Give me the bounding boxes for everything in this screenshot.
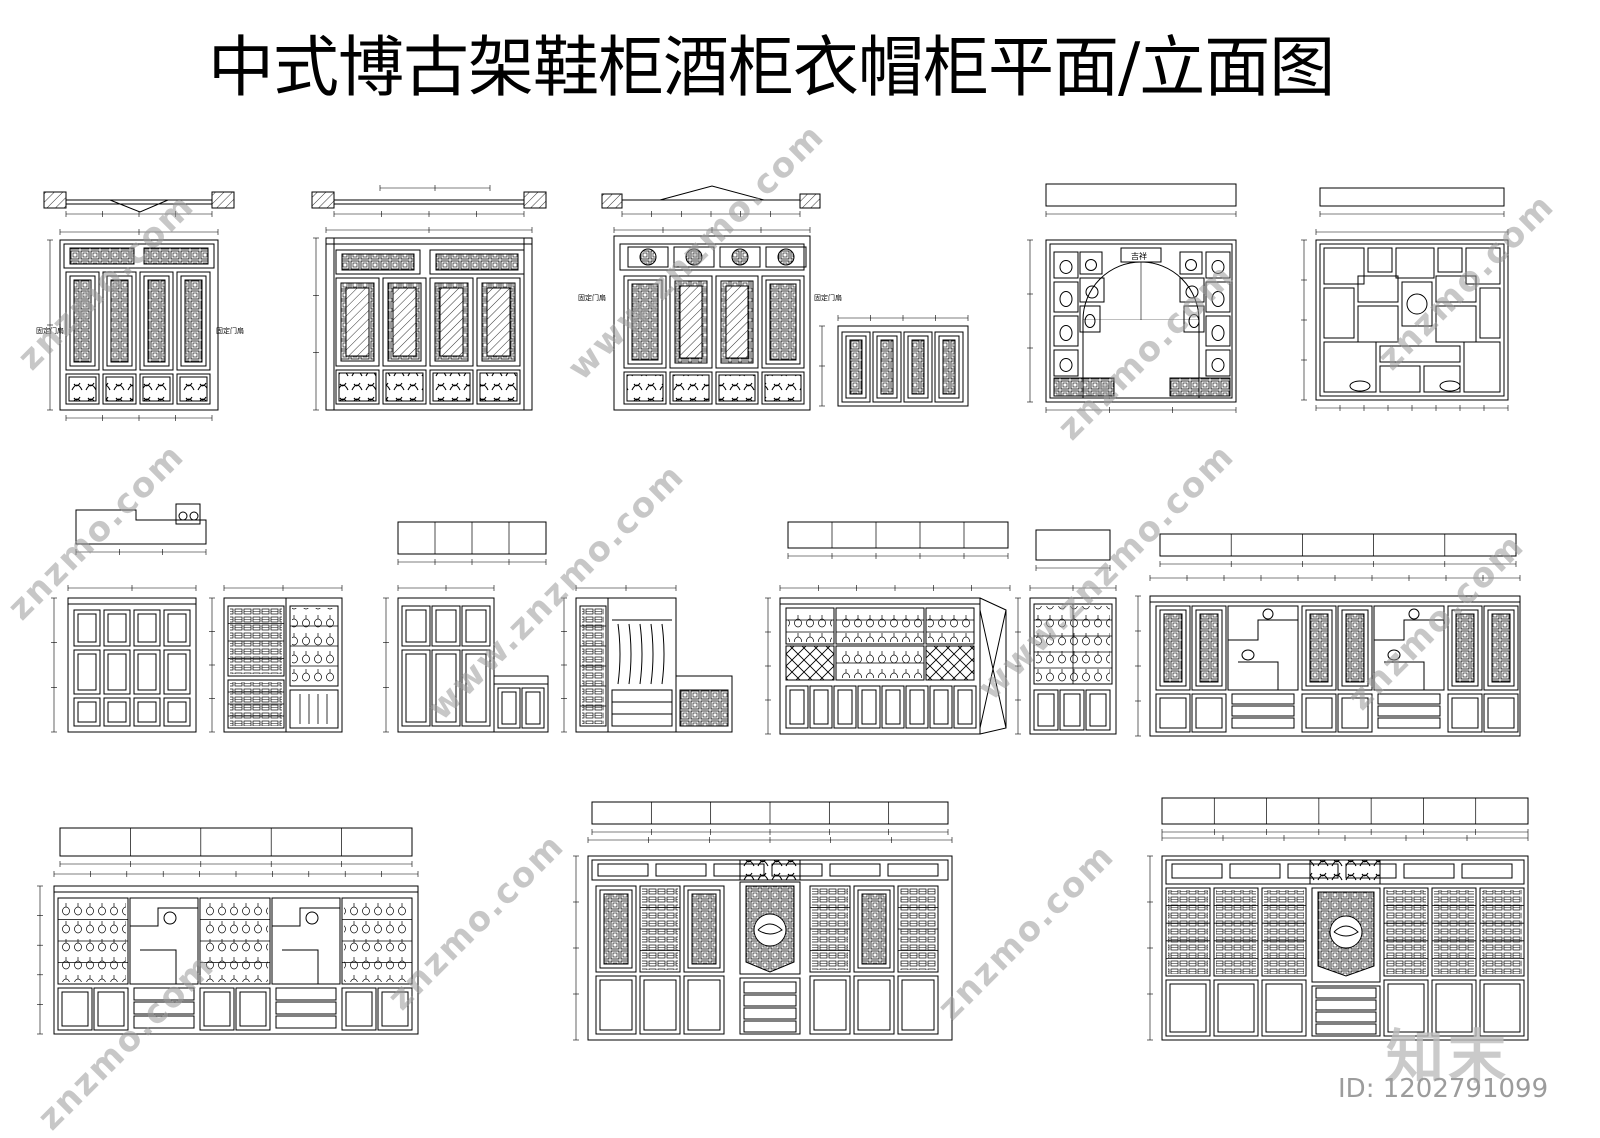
bogu-shelf-elevation [1301,187,1509,411]
brand-watermark: 知末 [1386,1023,1511,1091]
drawing-title: 中式博古架鞋柜酒柜衣帽柜平面/立面图 [208,29,1335,106]
screen-bookcase-elevation-2 [1147,797,1529,1041]
shoe-cabinet-elevation [51,585,197,733]
screen-bookcase-elevation-1 [573,801,953,1041]
wardrobe-elevation [383,521,549,733]
door-elevation-1: 固定门扇 固定门扇 [36,191,244,421]
shoe-cabinet-interior [209,585,343,733]
door-elevation-3: 固定门扇 固定门扇 [578,185,969,411]
bogu-wine-cabinet-elevation [1135,533,1521,737]
wine-cabinet-elevation-2 [1015,529,1117,735]
moon-gate-shelf-elevation: 吉祥 [1027,183,1237,413]
moon-gate-plaque: 吉祥 [1131,251,1147,261]
door-label: 固定门扇 [814,293,842,302]
door-label: 固定门扇 [216,326,244,335]
wardrobe-interior [561,585,733,733]
door-label: 固定门扇 [578,293,606,302]
door-label: 固定门扇 [36,326,64,335]
wine-cabinet-elevation-1 [765,521,1011,735]
shoe-cabinet-plan [75,503,207,555]
wine-display-cabinet-elevation [37,827,419,1035]
cad-drawing-sheet: 固定门扇固定门扇固定门扇固定门扇吉祥 [36,183,1529,1041]
door-elevation-2 [311,185,547,411]
image-id-label: ID: 1202791099 [1338,1074,1549,1104]
